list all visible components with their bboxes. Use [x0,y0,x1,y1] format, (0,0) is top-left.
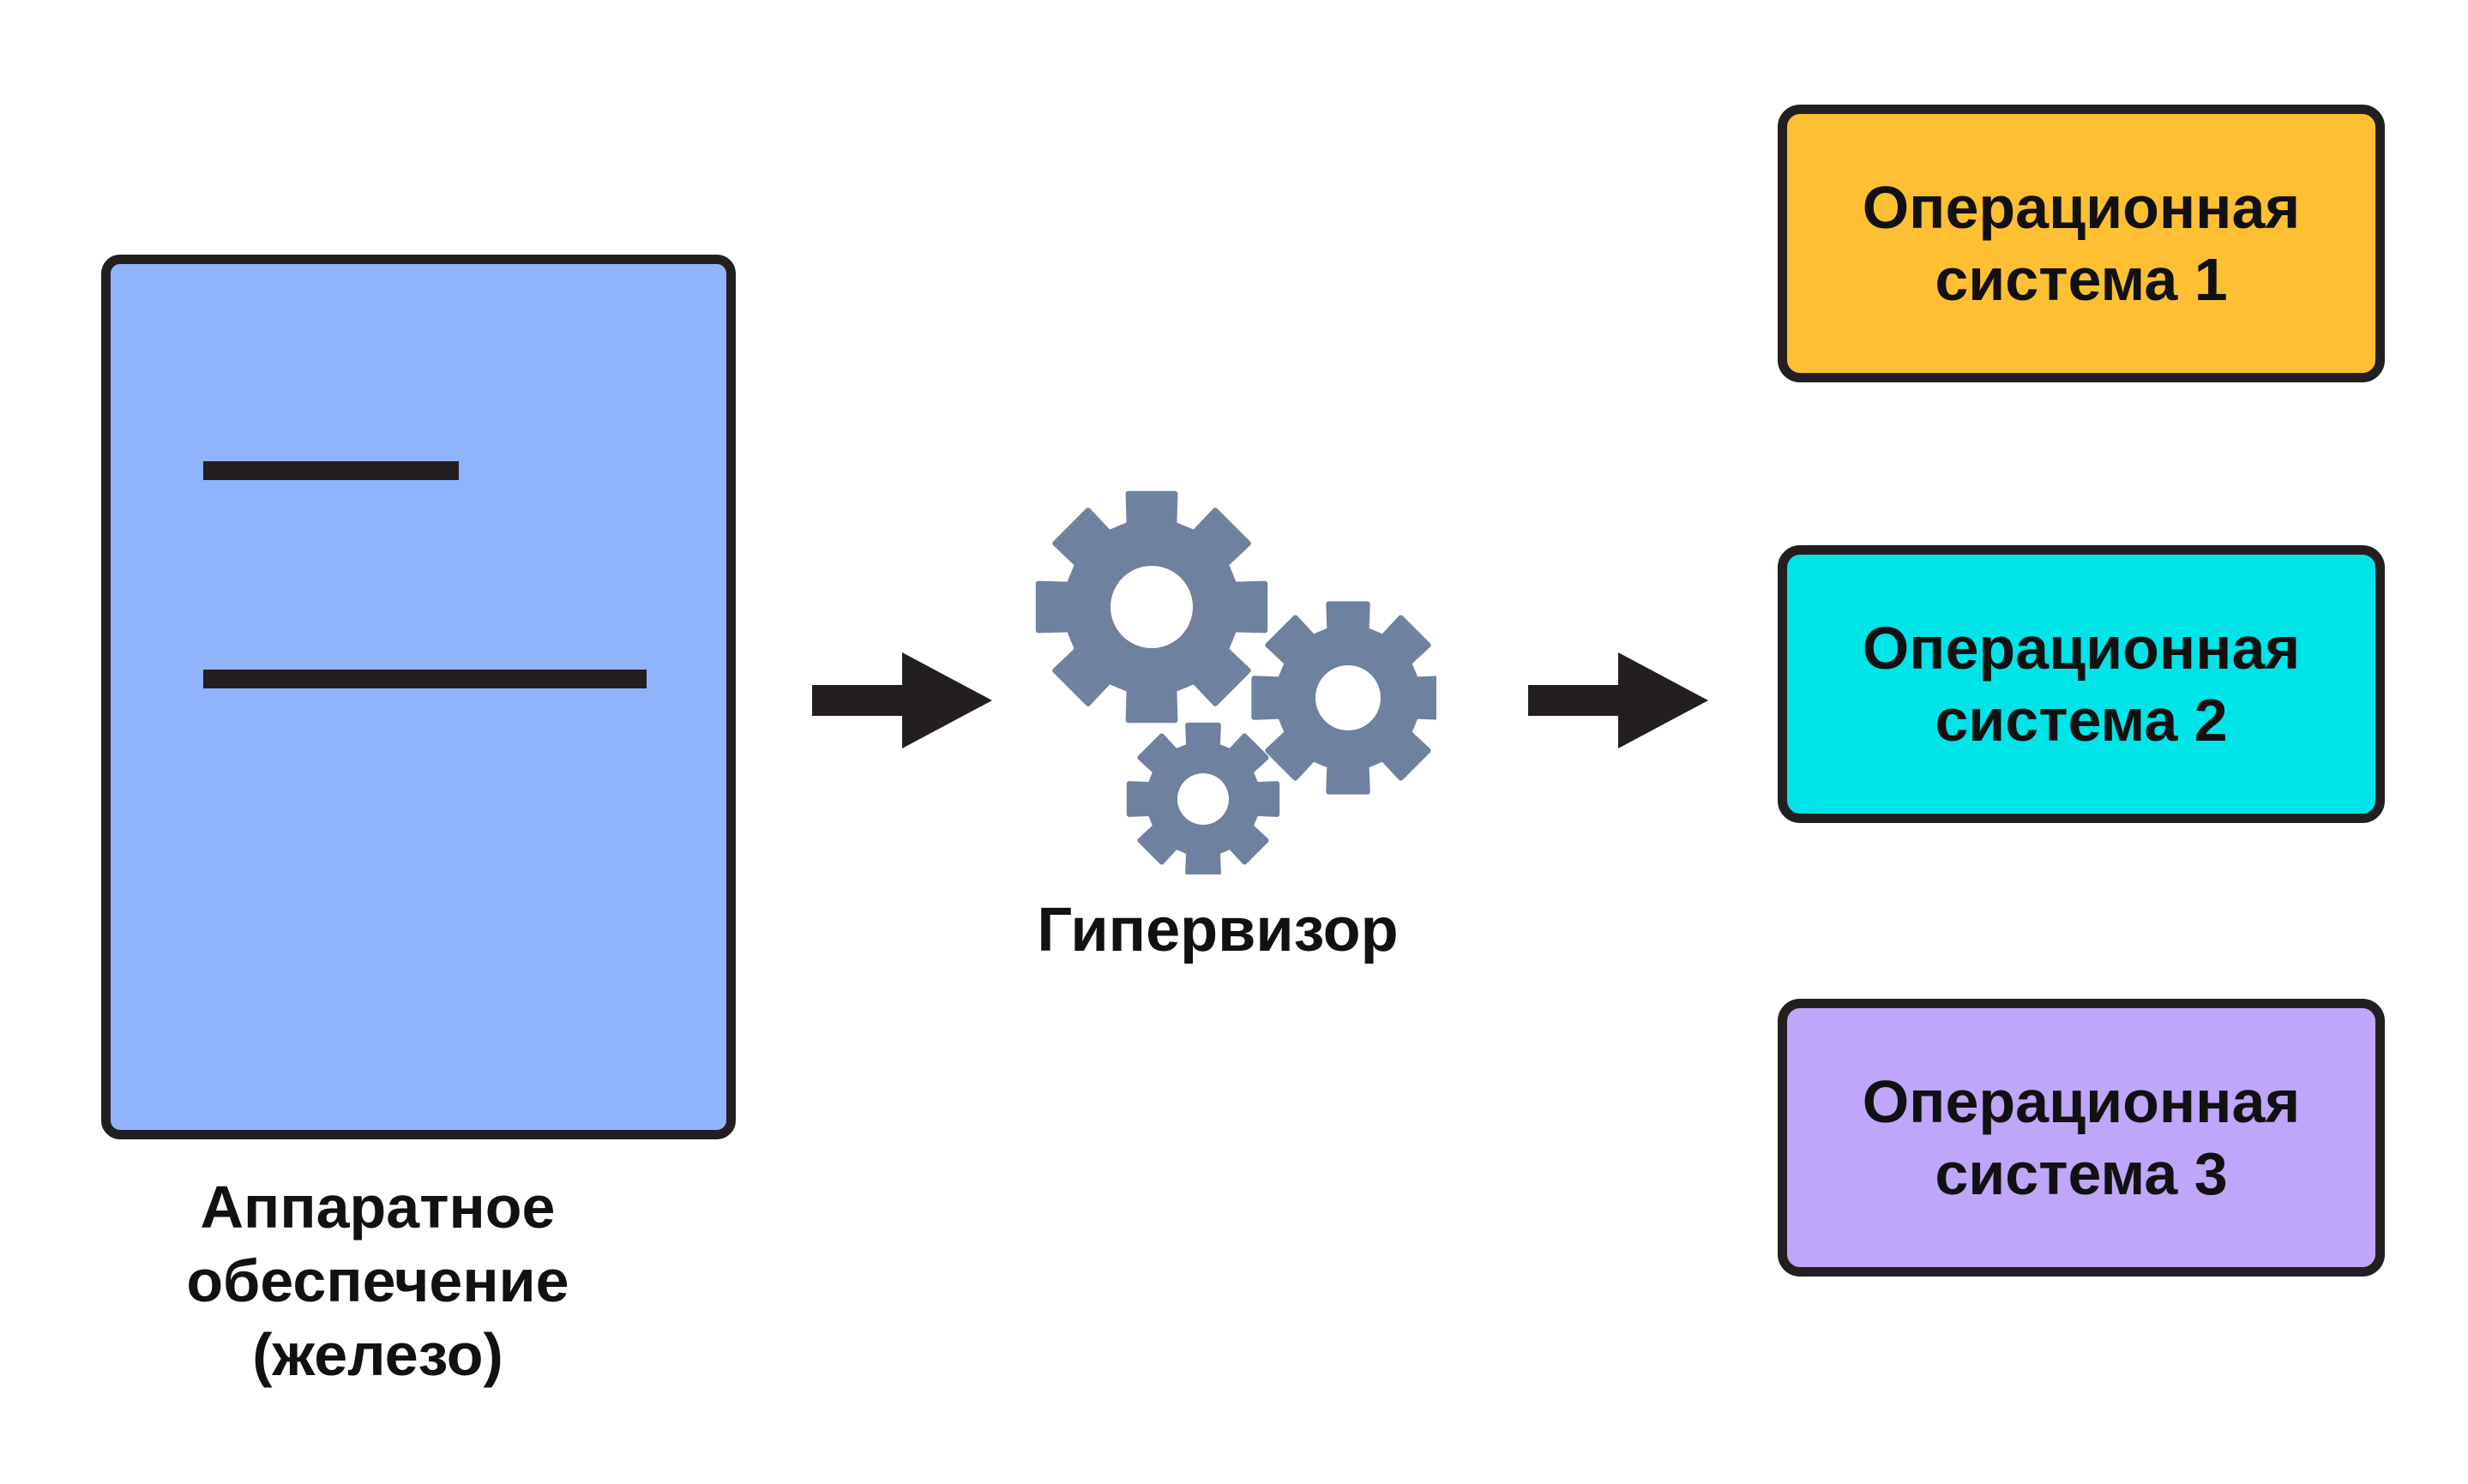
right-arrow-icon [1528,652,1708,748]
hardware-short-line [203,461,459,480]
os-box-3-label-line1: Операционная [1862,1068,2301,1135]
gear-small-icon [1126,722,1280,874]
os-box-2-label-line1: Операционная [1862,615,2301,682]
os-box-1-label-line2: система 1 [1935,246,2228,313]
gear-medium-icon [1251,601,1436,795]
hypervisor-label: Гипервизор [1037,896,1399,964]
os-box-3-label-line2: система 3 [1935,1140,2228,1207]
os-box-2-label-line2: система 2 [1935,687,2228,754]
hardware-box [101,255,736,1139]
os-box-1-label-line1: Операционная [1862,174,2301,241]
hardware-long-line [203,670,647,688]
right-arrow-icon [812,652,992,748]
gears-icon [1035,490,1436,874]
hardware-label: Аппаратное обеспечение (железо) [101,1170,654,1391]
gear-small-hole [1177,773,1229,825]
os-box-1-label: Операционная система 1 [1863,171,2301,315]
hardware-label-line1: Аппаратное [200,1174,556,1241]
gear-medium-hole [1315,665,1381,730]
gear-large-hole [1111,566,1193,648]
os-box-3: Операционная система 3 [1778,999,2385,1277]
os-box-1: Операционная система 1 [1778,105,2385,382]
os-box-2-label: Операционная система 2 [1863,612,2301,756]
os-box-2: Операционная система 2 [1778,545,2385,823]
hardware-label-line2: обеспечение [186,1247,569,1314]
gear-large-icon [1035,490,1268,724]
hardware-label-line3: (железо) [252,1321,503,1388]
os-box-3-label: Операционная система 3 [1863,1066,2301,1210]
